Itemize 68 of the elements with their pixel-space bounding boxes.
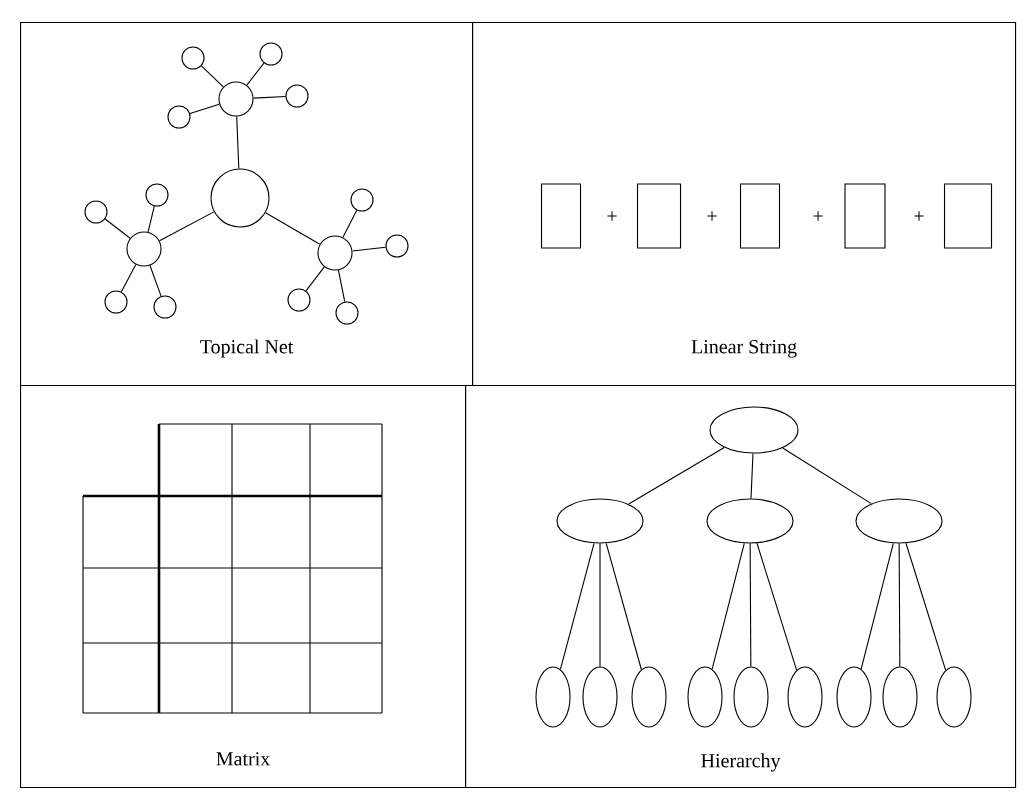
plus-sign: + (914, 211, 924, 221)
ellipse (631, 666, 667, 728)
ellipse (787, 666, 823, 728)
connector-line (305, 266, 325, 292)
ellipse (855, 498, 943, 544)
connector-line (782, 447, 872, 505)
connector-line (905, 542, 947, 671)
circle (259, 42, 283, 66)
circle (104, 290, 128, 314)
circle (210, 168, 270, 228)
ellipse (836, 666, 872, 728)
panel: Matrix (20, 385, 467, 789)
connector-line (253, 96, 287, 99)
ellipse (556, 498, 644, 544)
connector-line (605, 542, 642, 671)
connector-line (158, 211, 215, 242)
circle (167, 105, 191, 129)
connector-line (189, 103, 220, 115)
box (943, 183, 993, 249)
connector-line (559, 542, 595, 670)
connector-line (104, 218, 131, 239)
plus-sign: + (813, 211, 823, 221)
connector-line (246, 62, 265, 86)
circle (335, 301, 359, 325)
circle (181, 46, 205, 70)
panel: Topical Net (20, 22, 474, 387)
box (636, 183, 682, 249)
circle (385, 234, 409, 258)
ellipse (706, 498, 794, 544)
plus-sign: + (607, 211, 617, 221)
connector-line (200, 65, 224, 88)
connector-line (337, 269, 346, 303)
ellipse (733, 666, 769, 728)
circle (218, 81, 254, 117)
connector-line (149, 264, 162, 297)
circle (287, 288, 311, 312)
circle (126, 231, 162, 267)
circle (285, 84, 309, 108)
connector-line (756, 542, 798, 671)
connector-line (898, 543, 901, 667)
connector-line (120, 263, 137, 293)
connector-line (750, 453, 754, 499)
plus-sign: + (707, 211, 717, 221)
connector-line (236, 116, 240, 170)
circle (84, 200, 108, 224)
ellipse (535, 666, 571, 728)
connector-line (599, 543, 601, 667)
ellipse (936, 666, 972, 728)
connector-line (749, 543, 752, 667)
circle (350, 188, 374, 212)
connector-line (147, 205, 155, 233)
ellipse (882, 666, 918, 728)
panel: Hierarchy (465, 385, 1017, 789)
connector-line (342, 209, 358, 238)
box (844, 183, 886, 249)
connector-line (265, 212, 321, 245)
circle (317, 235, 353, 271)
connector-line (860, 542, 894, 670)
ellipse (709, 406, 799, 454)
ellipse (582, 666, 618, 728)
circle (145, 183, 169, 207)
box (540, 183, 582, 249)
box (739, 183, 781, 249)
circle (153, 295, 177, 319)
connector-line (628, 447, 725, 505)
ellipse (687, 666, 723, 728)
connector-line (351, 246, 387, 252)
connector-line (711, 542, 745, 670)
